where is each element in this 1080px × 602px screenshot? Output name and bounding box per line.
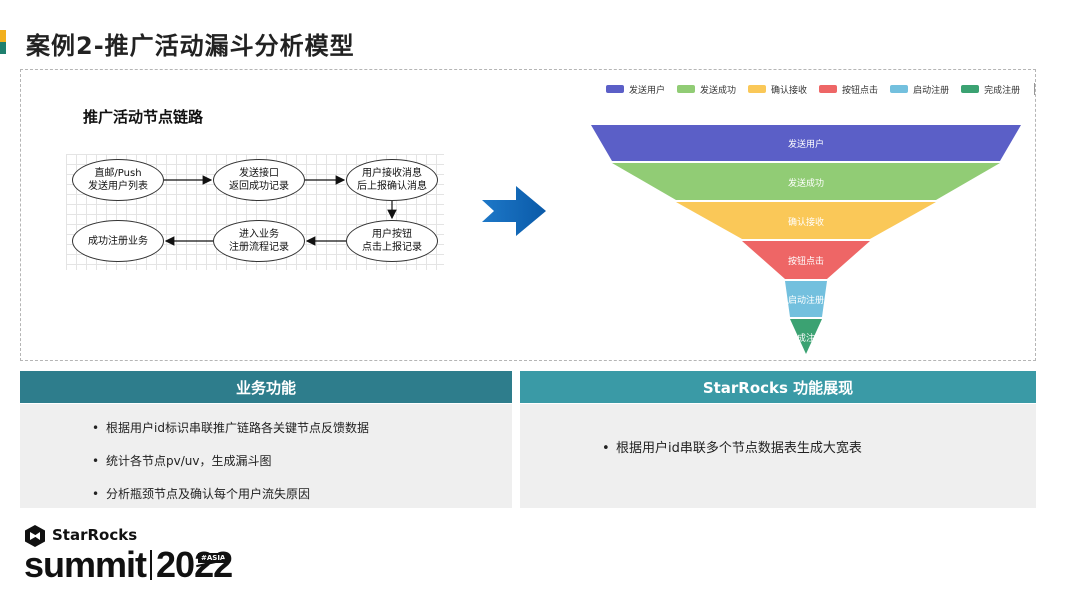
brand-name: StarRocks — [52, 526, 138, 544]
legend-swatch — [606, 85, 624, 93]
legend-label: 确认接收 — [771, 85, 808, 96]
business-function-panel — [20, 404, 512, 508]
funnel-segment-label: 按钮点击 — [787, 257, 825, 267]
funnel-segment[interactable] — [676, 202, 936, 239]
funnel-segment[interactable] — [742, 241, 870, 279]
legend-label: 启动注册 — [913, 85, 950, 96]
legend-item[interactable]: 发送成功 — [677, 83, 736, 96]
legend-divider — [1034, 83, 1036, 95]
summit-year: 2022 — [156, 544, 233, 585]
legend-swatch — [961, 85, 980, 93]
funnel-segment-label: 确认接收 — [787, 217, 825, 228]
flow-node-register-success: 成功注册业务 — [72, 220, 164, 262]
asia-tag: #ASIA — [198, 553, 229, 563]
legend-swatch — [819, 85, 838, 93]
funnel-segment-label: 发送成功 — [787, 178, 825, 189]
flow-node-button-click: 用户按钮 点击上报记录 — [346, 220, 438, 262]
legend-label: 完成注册 — [984, 85, 1021, 96]
diagram-container — [20, 69, 1036, 361]
funnel-segment[interactable] — [785, 281, 827, 317]
business-item: •统计各节点pv/uv，生成漏斗图 — [92, 454, 272, 468]
funnel-segment-label: 启动注册 — [787, 296, 825, 306]
flow-node-send-success: 发送接口 返回成功记录 — [213, 159, 305, 201]
flow-node-send-list: 直邮/Push 发送用户列表 — [72, 159, 164, 201]
funnel-segment-label: 完成注册 — [787, 333, 825, 344]
legend-item[interactable]: 发送用户 — [606, 83, 665, 96]
legend-item[interactable]: 确认接收 — [748, 83, 807, 96]
summit-word: summit — [24, 544, 147, 585]
starrocks-feature-header: StarRocks 功能展现 — [520, 371, 1036, 403]
legend-item[interactable]: 按钮点击 — [819, 83, 878, 96]
flow-node-register-flow: 进入业务 注册流程记录 — [213, 220, 305, 262]
flowchart-title: 推广活动节点链路 — [83, 108, 204, 126]
legend-swatch — [677, 85, 696, 93]
starrocks-item: •根据用户id串联多个节点数据表生成大宽表 — [602, 441, 862, 456]
starrocks-logo-icon — [25, 525, 45, 547]
legend-item[interactable]: 完成注册 — [961, 83, 1020, 96]
legend-swatch — [890, 85, 909, 93]
funnel-segment-label: 发送用户 — [787, 140, 825, 150]
page-title: 案例2-推广活动漏斗分析模型 — [26, 32, 355, 60]
business-item: •分析瓶颈节点及确认每个用户流失原因 — [92, 487, 311, 501]
funnel-legend: 发送用户 发送成功 确认接收 按钮点击 启动注册 完成注册 — [606, 82, 1036, 96]
legend-label: 发送成功 — [700, 85, 737, 96]
starrocks-feature-panel — [520, 404, 1036, 508]
business-function-header: 业务功能 — [20, 371, 512, 403]
business-item: •根据用户id标识串联推广链路各关键节点反馈数据 — [92, 421, 369, 435]
legend-label: 按钮点击 — [842, 85, 879, 96]
right-arrow-icon — [482, 186, 546, 236]
legend-item[interactable]: 启动注册 — [890, 83, 949, 96]
funnel-segment[interactable] — [591, 125, 1021, 161]
title-accent-bar — [0, 30, 6, 54]
legend-swatch — [748, 85, 767, 93]
legend-label: 发送用户 — [629, 85, 666, 96]
funnel-segment[interactable] — [790, 319, 822, 354]
funnel-segment[interactable] — [612, 163, 1000, 200]
flow-node-receive-confirm: 用户接收消息 后上报确认消息 — [346, 159, 438, 201]
